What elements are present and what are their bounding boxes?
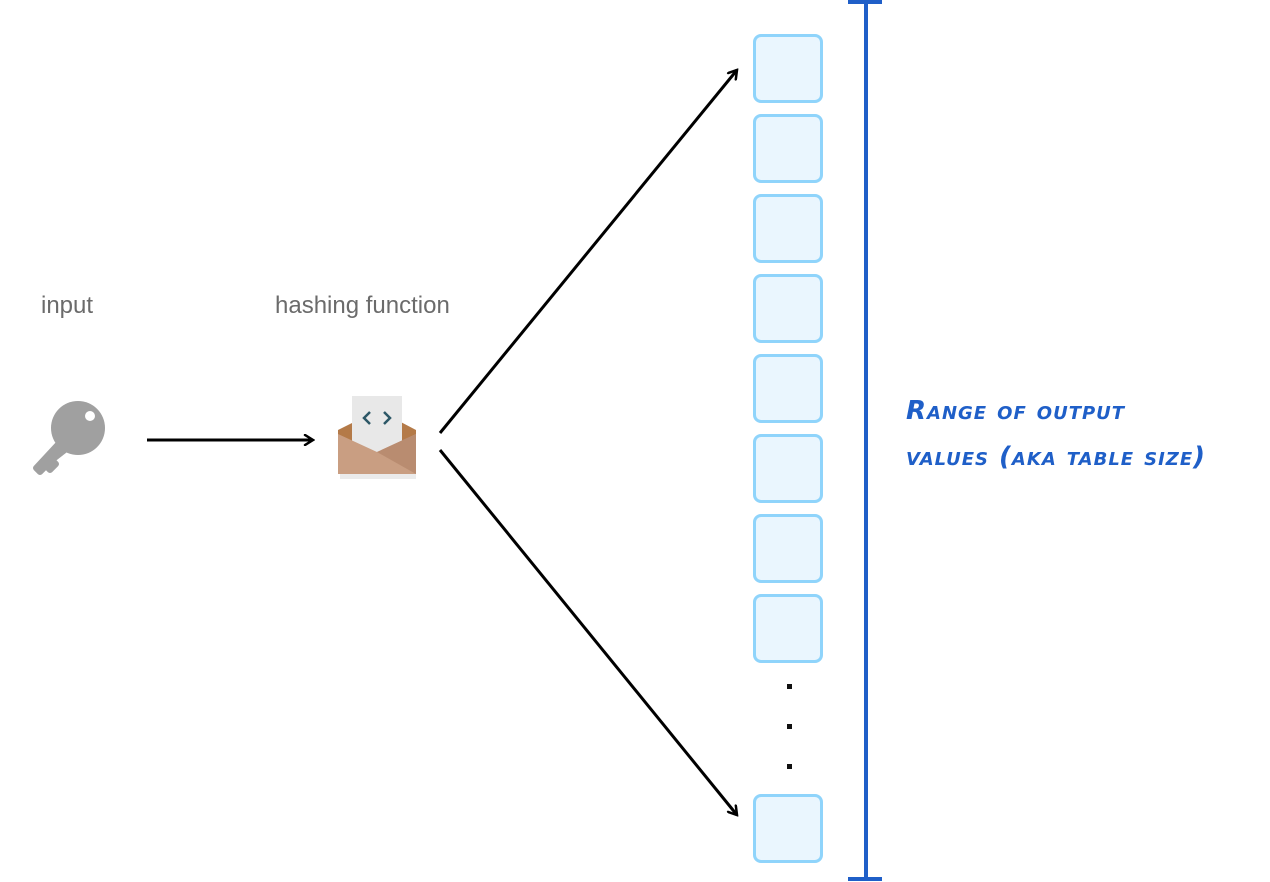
ellipsis-dot [787, 684, 792, 689]
hashing-function-label: hashing function [275, 292, 450, 319]
upper-arrow [438, 70, 737, 434]
range-label-line1: Range of output [906, 396, 1126, 426]
table-slot [753, 274, 823, 343]
ellipsis-dot [787, 724, 792, 729]
envelope-code-icon [338, 396, 416, 479]
range-label-line2: values (aka table size) [906, 442, 1207, 472]
table-slot [753, 794, 823, 863]
table-slot [753, 194, 823, 263]
table-slot [753, 354, 823, 423]
input-label: input [41, 292, 94, 319]
key-icon [33, 401, 105, 475]
lower-arrow [438, 449, 737, 815]
range-bracket [848, 0, 882, 881]
table-slot [753, 514, 823, 583]
table-slot [753, 594, 823, 663]
table-slot [753, 434, 823, 503]
table-slot [753, 114, 823, 183]
table-slot [753, 34, 823, 103]
range-label: Range of output values (aka table size) [906, 388, 1270, 480]
ellipsis-dot [787, 764, 792, 769]
